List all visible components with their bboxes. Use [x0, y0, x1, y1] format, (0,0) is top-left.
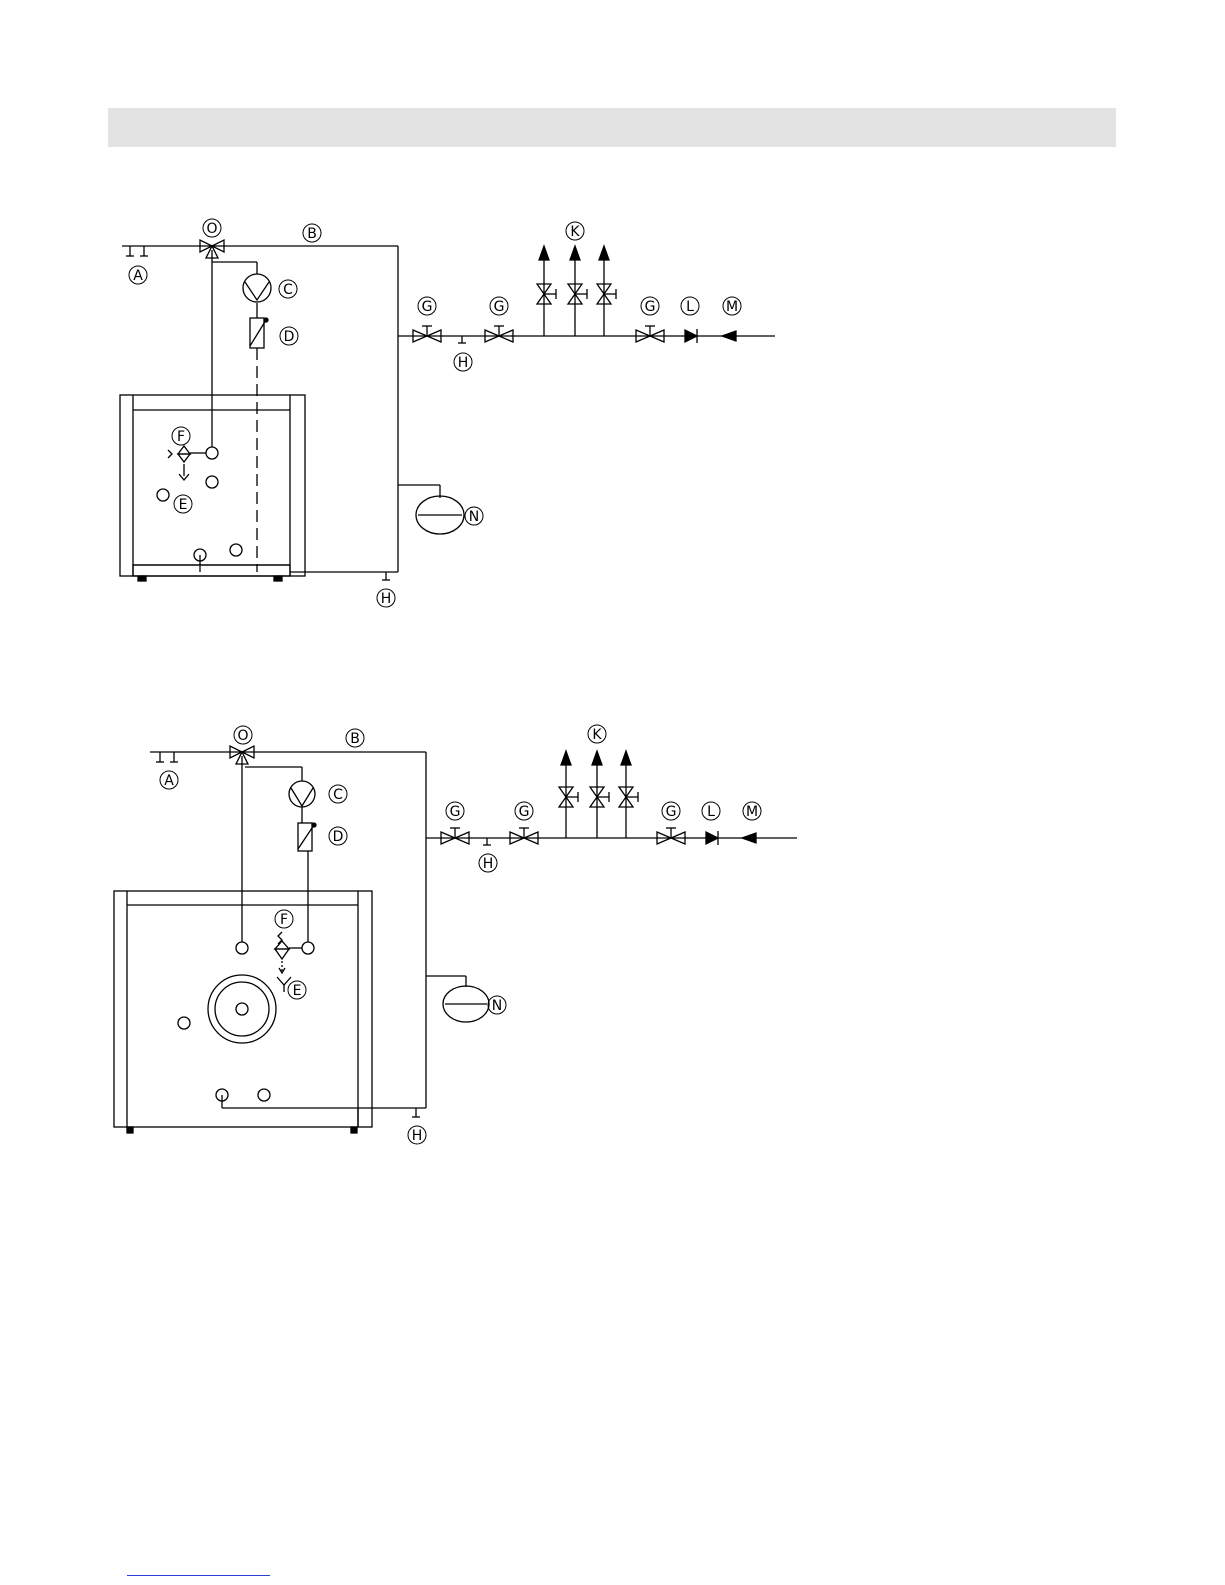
labels: O A B C D F E G G G H H K L M N [160, 725, 761, 1144]
label-l: L [686, 299, 694, 315]
label-d: D [284, 329, 295, 345]
footer-link-underline [127, 1575, 270, 1576]
label-h-1: H [458, 355, 469, 371]
label-e: E [293, 983, 302, 999]
boiler-diagram-lower: O A B C D F E G G G H H K L M N [0, 715, 820, 1155]
label-g-1: G [450, 804, 461, 820]
expansion-vessel-n-icon [416, 496, 464, 534]
label-m: M [726, 299, 738, 315]
label-c: C [333, 787, 343, 803]
boiler-diagram-upper: O A B C D F E G G G H H K L M N [0, 200, 820, 620]
gate-valve-g-3 [657, 828, 685, 844]
expansion-vessel-n-icon [443, 986, 489, 1022]
label-b: B [307, 226, 317, 242]
labels: O A B C D F E G G G H H K L M N [129, 219, 741, 607]
gate-valve-g-1 [441, 828, 469, 844]
label-b: B [350, 731, 360, 747]
pump-c-icon [289, 781, 315, 807]
label-h-1: H [483, 856, 494, 872]
gate-valve-g-2 [485, 326, 513, 342]
label-c: C [283, 282, 293, 298]
label-g-3: G [645, 299, 656, 315]
label-a: A [133, 268, 143, 284]
check-valve-l-icon [706, 831, 718, 845]
label-n: N [469, 509, 479, 525]
label-n: N [492, 998, 502, 1014]
outlet-valves-k [559, 751, 638, 838]
label-g-2: G [494, 299, 505, 315]
device-d-icon [298, 823, 316, 851]
label-k: K [570, 224, 580, 240]
label-m: M [746, 804, 758, 820]
boiler-body [114, 891, 372, 1133]
device-d-icon [250, 318, 268, 348]
label-h-2: H [381, 591, 392, 607]
pump-c-icon [243, 274, 271, 302]
label-l: L [707, 804, 715, 820]
label-o: O [206, 221, 217, 237]
gate-valve-g-2 [510, 828, 538, 844]
label-g-1: G [422, 299, 433, 315]
pipework [150, 752, 797, 1127]
pipework [122, 246, 775, 580]
label-k: K [592, 727, 602, 743]
label-h-2: H [412, 1128, 423, 1144]
label-d: D [333, 829, 344, 845]
outlet-valves-k [537, 246, 616, 336]
label-a: A [164, 773, 174, 789]
label-g-2: G [519, 804, 530, 820]
inlet-arrow-m-icon [722, 331, 736, 341]
label-o: O [237, 728, 248, 744]
label-g-3: G [666, 804, 677, 820]
check-valve-l-icon [685, 329, 697, 343]
header-band [108, 108, 1116, 147]
safety-valve-f-icon [168, 446, 206, 480]
gate-valve-g-1 [413, 326, 441, 342]
inlet-arrow-m-icon [742, 833, 756, 843]
label-f: F [177, 429, 185, 445]
label-f: F [280, 912, 288, 928]
gate-valve-g-3 [636, 326, 664, 342]
label-e: E [179, 497, 188, 513]
